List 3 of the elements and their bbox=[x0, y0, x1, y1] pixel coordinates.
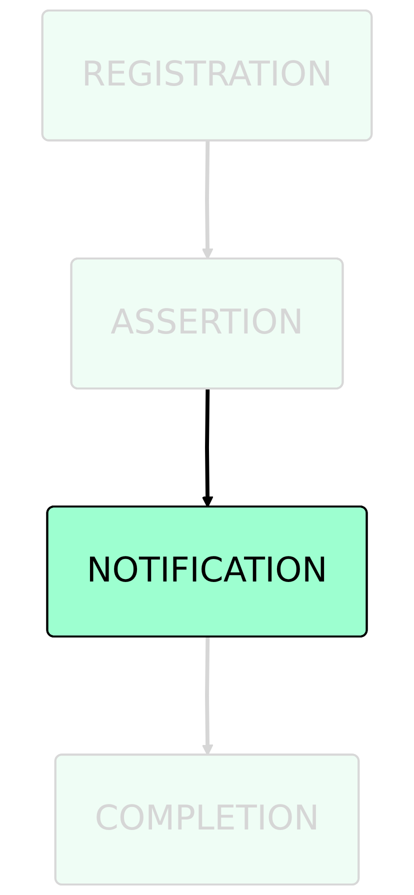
arrow bbox=[202, 389, 214, 508]
arrow bbox=[202, 141, 214, 260]
arrow bbox=[202, 637, 214, 756]
